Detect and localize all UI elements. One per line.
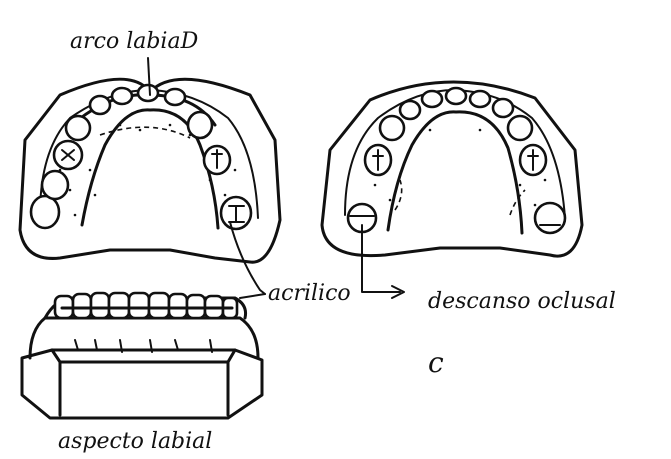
- leader-acrylic: [230, 222, 265, 294]
- labial-view-model: [22, 293, 262, 418]
- labial-teeth-row: [55, 293, 237, 318]
- label-labial-aspect: aspecto labial: [58, 429, 212, 454]
- left-arch-teeth: [31, 85, 251, 229]
- right-arch-teeth: [348, 88, 565, 233]
- label-occlusal-rest: descanso oclusal: [428, 289, 616, 314]
- left-arch-model: [20, 79, 280, 262]
- label-labial-arch: arco labiaD: [70, 29, 199, 54]
- leader-occlusal-rest: [362, 225, 400, 292]
- label-acrylic: acrilico: [268, 281, 351, 306]
- figure-letter: c: [428, 346, 444, 379]
